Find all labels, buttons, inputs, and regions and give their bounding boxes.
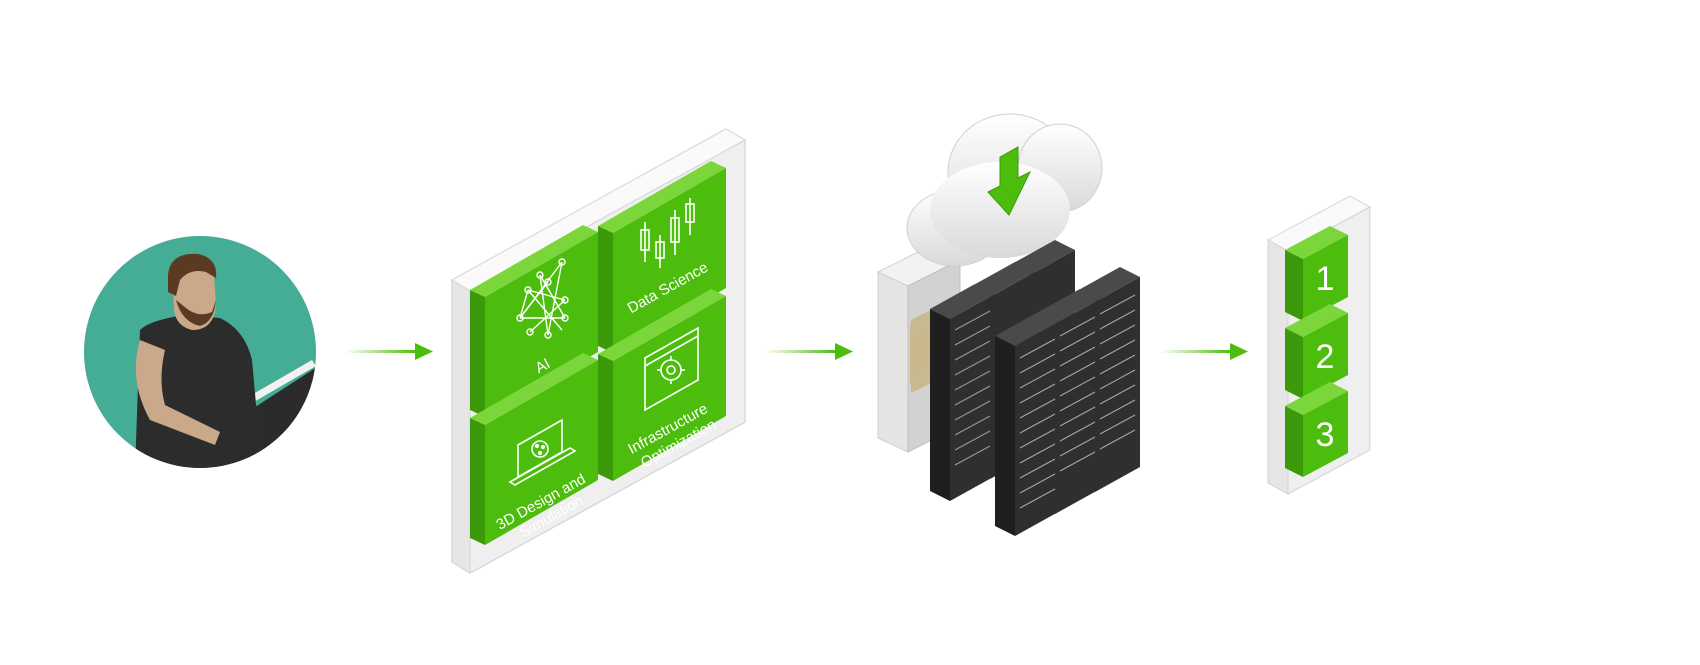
- step-number-1: 1: [1316, 260, 1335, 298]
- flow-arrow-2: [765, 343, 853, 360]
- step-block-3: 3: [1285, 382, 1348, 477]
- steps-panel: 1 2 3: [1266, 195, 1372, 495]
- step-number-3: 3: [1316, 416, 1335, 454]
- step-block-1: 1: [1285, 226, 1348, 321]
- laptop-paint-palette-icon: [508, 418, 577, 486]
- workloads-panel: AI Data Science: [451, 128, 747, 574]
- flow-arrow-3: [1160, 343, 1248, 360]
- user-avatar: [84, 236, 316, 468]
- step-block-2: 2: [1285, 304, 1348, 399]
- candlestick-chart-icon: [640, 198, 695, 268]
- dark-server-rack-front: [995, 267, 1140, 536]
- gear-window-icon: [644, 326, 699, 412]
- flow-arrow-1: [345, 343, 433, 360]
- step-number-2: 2: [1316, 338, 1335, 376]
- cloud-download-icon: [906, 113, 1103, 267]
- neural-network-icon: [516, 258, 569, 339]
- server-cluster: [876, 113, 1140, 536]
- workload-tile-ai: AI: [470, 225, 598, 417]
